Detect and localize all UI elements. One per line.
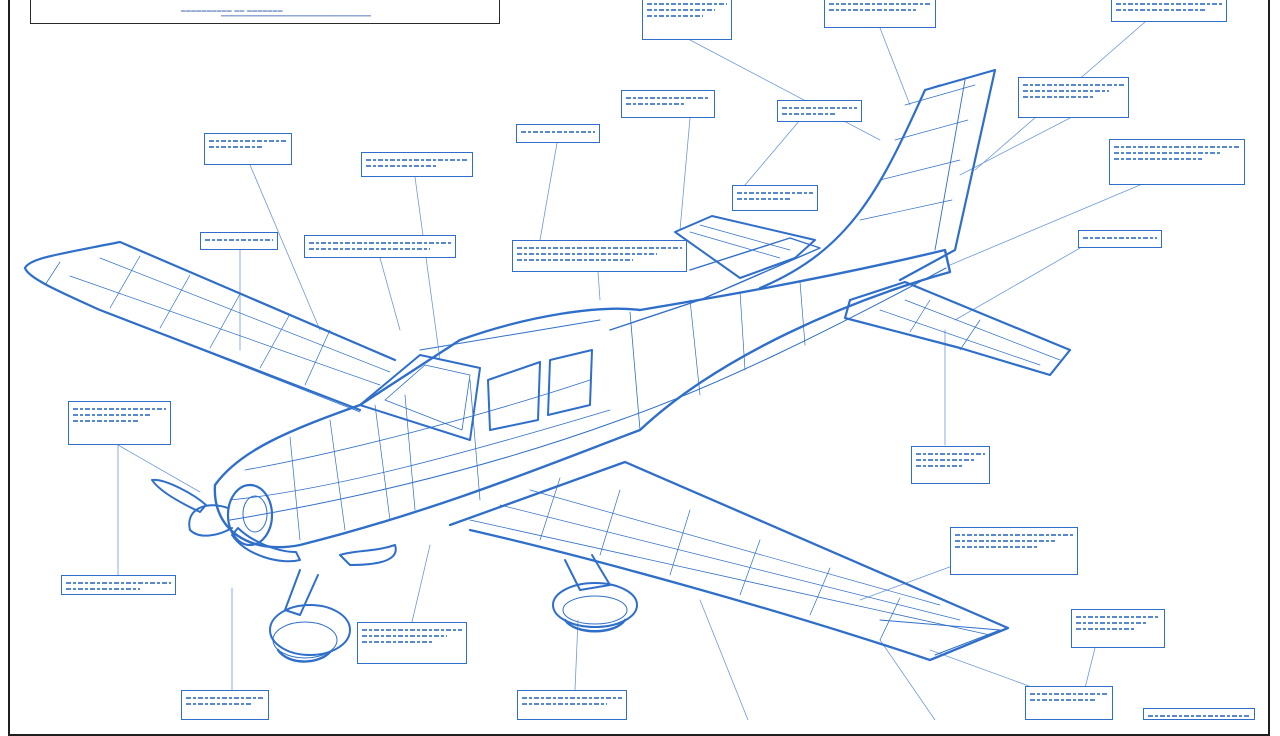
leader-lines (117, 21, 1146, 720)
callout-7 (642, 0, 732, 40)
left-wing (23, 240, 397, 413)
callout-10 (732, 185, 818, 211)
nose-cowling (188, 483, 274, 547)
fuselage (213, 248, 952, 549)
callout-12 (1111, 0, 1227, 22)
callout-22 (950, 527, 1078, 575)
callout-11 (512, 240, 687, 272)
callout-6 (621, 90, 715, 118)
callout-4 (304, 235, 456, 258)
propeller (151, 478, 301, 563)
callout-8 (777, 100, 862, 122)
callout-21 (517, 690, 627, 720)
callout-24 (1025, 686, 1113, 720)
callout-14 (1109, 139, 1245, 185)
right-wing (609, 237, 821, 331)
callout-20 (357, 622, 467, 664)
callout-2 (200, 232, 278, 250)
callout-19 (181, 690, 269, 720)
aircraft-drawing (23, 21, 1146, 720)
callout-17 (68, 401, 171, 445)
callout-18 (61, 575, 176, 595)
lower-right-wing (448, 460, 1010, 662)
callout-23 (1071, 609, 1165, 648)
vertical-tail (758, 68, 997, 290)
callout-1 (204, 133, 292, 165)
title-block: ▁▁▁▁▁▁▁▁▁▁ ▁▁ ▁▁▁▁▁▁▁ ▁▁▁▁▁▁▁▁▁▁▁▁▁▁▁▁▁▁… (30, 0, 500, 24)
callout-16 (911, 446, 990, 484)
callout-15 (1078, 230, 1162, 248)
left-stabilizer (674, 215, 816, 279)
callout-3 (361, 152, 473, 177)
right-stabilizer (843, 280, 1072, 377)
callout-25 (1143, 708, 1255, 720)
title-block-caption: ▁▁▁▁▁▁▁▁▁▁▁▁▁▁▁▁▁▁▁▁▁▁▁▁▁▁▁▁▁▁▁▁▁▁▁▁▁▁▁ (221, 11, 371, 17)
callout-13 (1018, 77, 1129, 118)
title-block-subtitle: ▁▁▁▁▁▁▁▁▁▁ ▁▁ ▁▁▁▁▁▁▁ (181, 5, 283, 12)
main-landing-gear (552, 554, 638, 633)
cockpit-windows (359, 319, 601, 441)
nose-landing-gear (269, 544, 397, 663)
callout-9 (824, 0, 936, 28)
blueprint-sheet: ▁▁▁▁▁▁▁▁▁▁ ▁▁ ▁▁▁▁▁▁▁ ▁▁▁▁▁▁▁▁▁▁▁▁▁▁▁▁▁▁… (8, 0, 1270, 736)
callout-5 (516, 124, 600, 143)
